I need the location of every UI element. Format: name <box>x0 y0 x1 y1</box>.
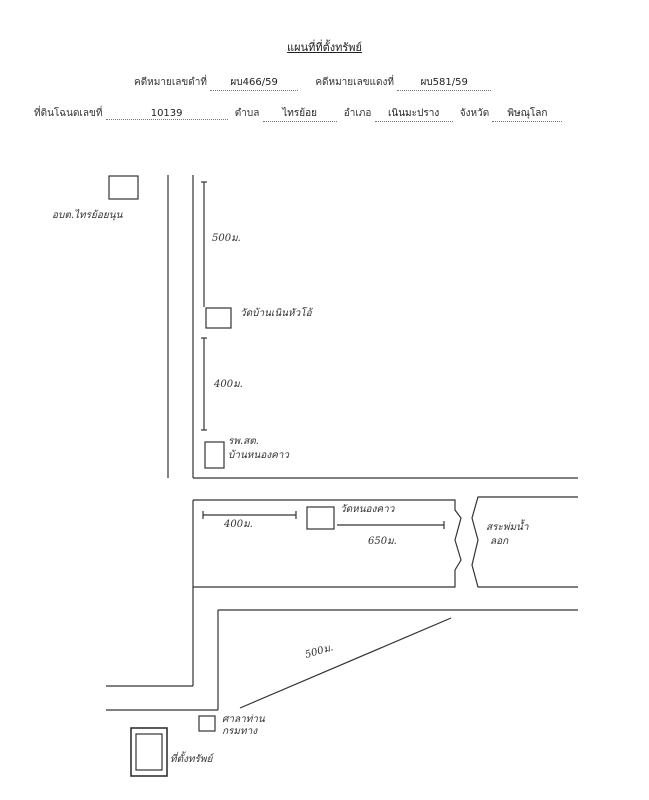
label-distance-650: 650ม. <box>368 536 397 547</box>
label-distance-400-road: 400ม. <box>223 519 253 530</box>
label-temple-2: วัดหนองคาว <box>340 504 396 515</box>
red-case-label: คดีหมายเลขแดงที่ <box>315 77 394 88</box>
district-value: เนินมะปราง <box>374 106 453 122</box>
label-pond-sub: ลอก <box>490 536 509 547</box>
property-box-inner <box>135 733 163 771</box>
label-pole: ศาลาท่าน <box>222 714 266 725</box>
landmark-box-temple-2 <box>306 506 335 530</box>
landmark-box-temple <box>205 307 232 329</box>
label-hospital: รพ.สต. <box>228 436 259 447</box>
label-distance-500-diagonal: 500ม. <box>304 642 335 661</box>
deed-label: ที่ดินโฉนดเลขที่ <box>34 108 103 119</box>
distance-line-diagonal <box>239 617 452 709</box>
deed-value: 10139 <box>105 108 228 120</box>
deed-info-row: ที่ดินโฉนดเลขที่ 10139 ตำบล ไทรย้อย อำเภ… <box>34 106 563 122</box>
district-label: อำเภอ <box>343 108 372 119</box>
subdistrict-value: ไทรย้อย <box>262 106 337 122</box>
label-distance-400-mid: 400ม. <box>213 379 243 390</box>
case-number-row: คดีหมายเลขดำที่ ผบ466/59 คดีหมายเลขแดงที… <box>134 75 492 91</box>
black-case-value: ผบ466/59 <box>210 75 299 91</box>
label-pond: สระพ่มน้ำ <box>486 519 529 533</box>
subdistrict-label: ตำบล <box>234 108 260 119</box>
label-pole-sub: กรมทาง <box>222 726 258 737</box>
label-hospital-sub: บ้านหนองคาว <box>228 449 290 461</box>
red-case-value: ผบ581/59 <box>397 75 492 91</box>
landmark-box-hospital <box>204 441 225 469</box>
label-property: ที่ตั้งทรัพย์ <box>170 751 214 765</box>
province-label: จังหวัด <box>459 108 490 119</box>
landmark-box-pole <box>198 715 216 732</box>
land-block-right <box>471 496 578 588</box>
page-title: แผนที่ที่ตั้งทรัพย์ <box>287 41 362 54</box>
label-temple-1: วัดบ้านเนินหัวโอ้ <box>240 307 314 319</box>
label-distance-500-top: 500ม. <box>212 233 241 244</box>
label-top-left-place: อบต.ไทรย้อยนุน <box>52 209 124 221</box>
landmark-box-tao <box>108 175 139 200</box>
black-case-label: คดีหมายเลขดำที่ <box>134 77 207 88</box>
property-box <box>130 727 168 777</box>
province-value: พิษณุโลก <box>492 106 563 122</box>
land-block <box>192 499 462 588</box>
